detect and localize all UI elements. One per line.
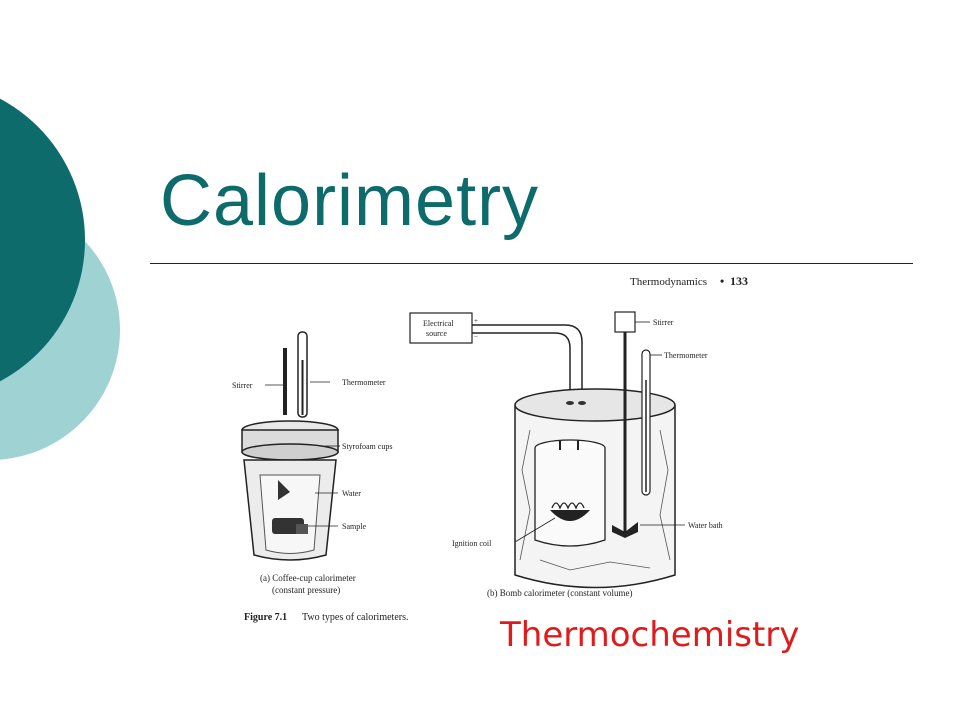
calorimeter-figure: Thermodynamics • 133 [230,270,790,640]
cup-label-cups: Styrofoam cups [342,442,392,451]
title-divider [150,263,913,264]
cup-label-sample: Sample [342,522,366,531]
slide-title: Calorimetry [160,161,540,241]
ignition-coil [551,502,585,510]
bomb-sample-cup [550,510,590,521]
electrical-source-box [409,312,473,344]
cup-label-water: Water [342,489,361,498]
figure-page-bullet: • [720,274,724,288]
electrical-plus: + [474,317,478,325]
bomb-body [534,448,606,547]
bomb-stirrer-motor [614,311,636,333]
cup-label-stirrer: Stirrer [232,381,253,390]
decor-circle-dark [0,98,85,382]
figure-caption-text: Two types of calorimeters. [302,612,409,623]
electrical-minus: − [474,333,478,341]
cup-label-thermometer: Thermometer [342,378,386,387]
bomb-label-water-bath: Water bath [688,521,723,530]
bomb-label-stirrer: Stirrer [653,318,674,327]
figure-page-number: 133 [730,274,748,288]
figure-caption-label: Figure 7.1 [244,612,287,623]
vessel-lid [514,388,676,422]
slide-subtitle: Thermochemistry [500,615,800,655]
electrical-label-line2: source [426,329,447,338]
bomb-label-ignition: Ignition coil [452,539,492,548]
bomb-calorimeter: Electrical source + − [409,311,723,598]
bomb-label-thermometer: Thermometer [664,351,708,360]
cup-caption-line1: (a) Coffee-cup calorimeter [260,573,356,583]
coffee-cup-calorimeter: Stirrer Thermometer Styrofoam cups Water… [232,331,392,595]
electrical-label-line1: Electrical [423,319,454,328]
figure-page-header: Thermodynamics [630,276,707,288]
bomb-caption: (b) Bomb calorimeter (constant volume) [487,588,632,598]
calorimeter-illustration: Thermodynamics • 133 [232,274,748,623]
cup-caption-line2: (constant pressure) [272,585,340,595]
